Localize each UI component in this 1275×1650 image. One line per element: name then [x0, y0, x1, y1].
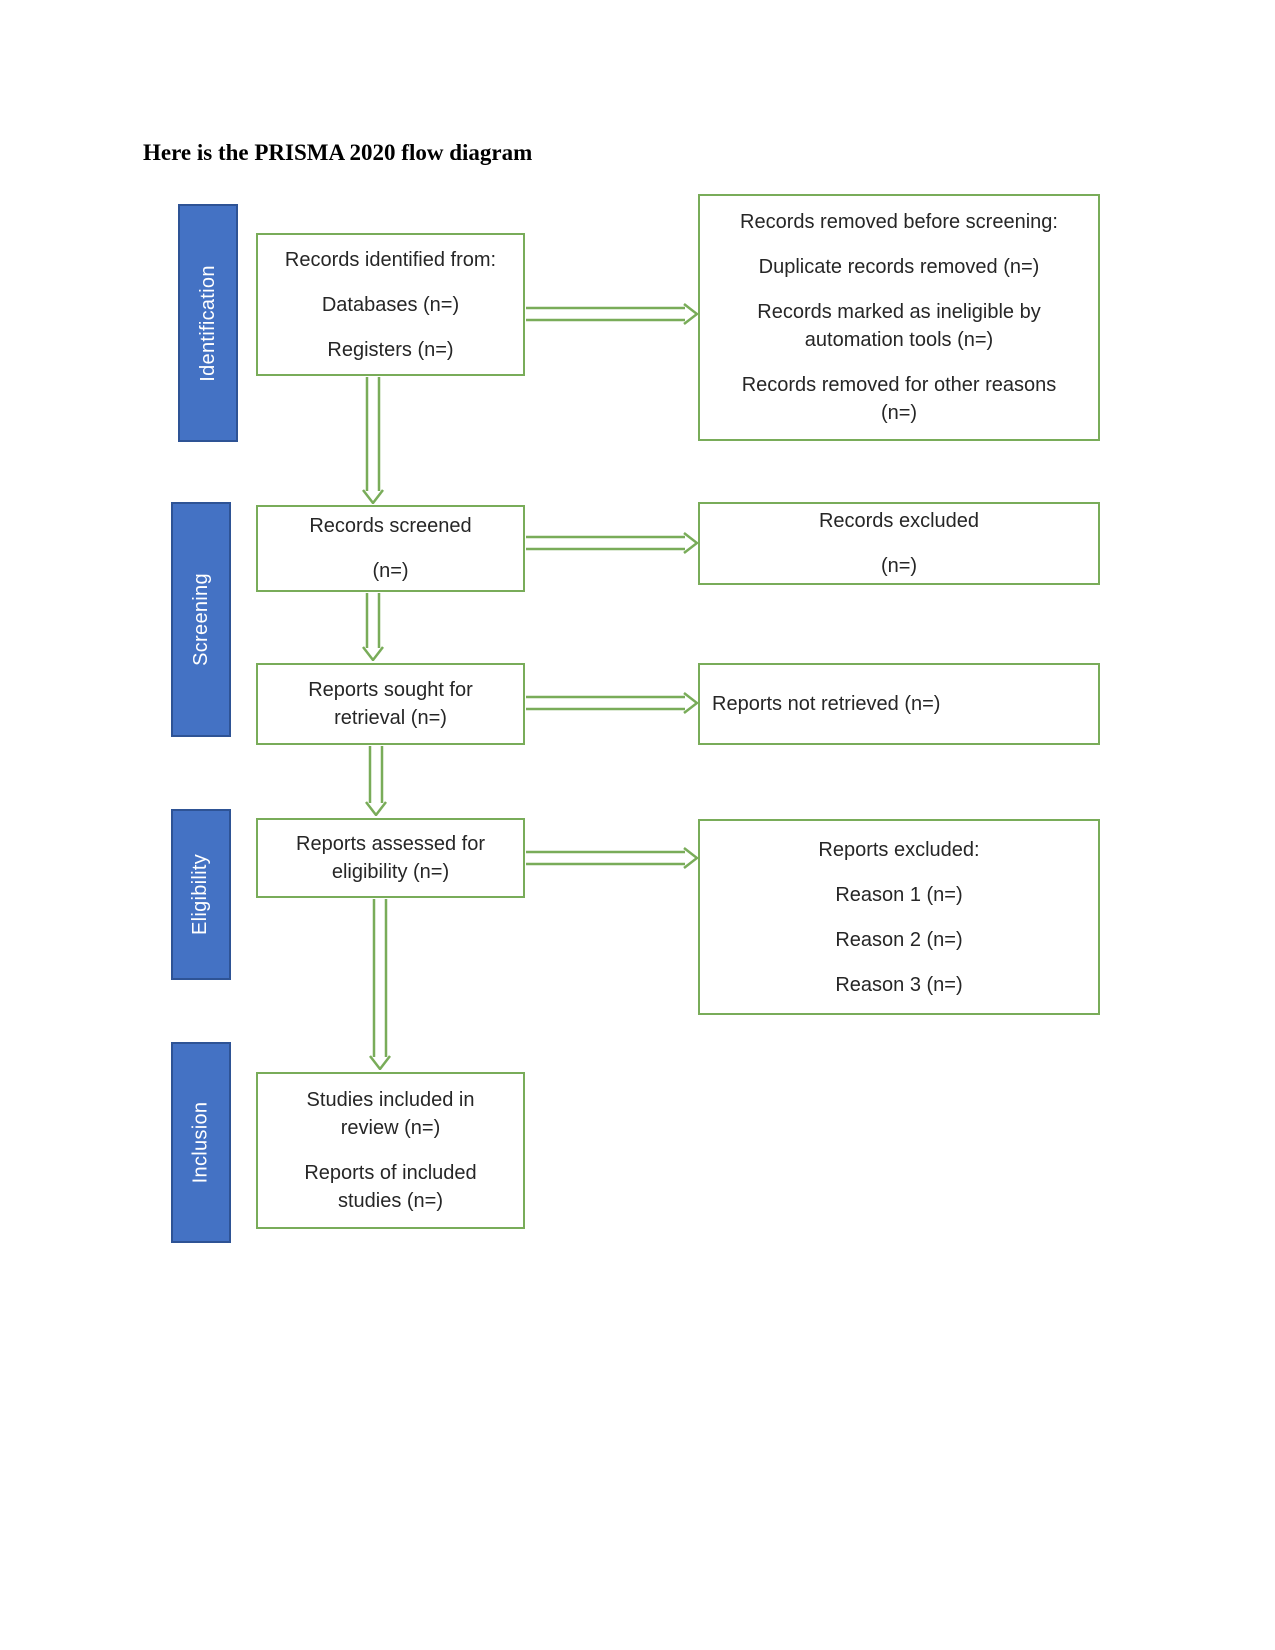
- arrow-sought-to-not-retrieved: [526, 692, 698, 714]
- box-paragraph: Reports sought for retrieval (n=): [308, 679, 473, 729]
- box-paragraph: Reason 3 (n=): [835, 973, 963, 996]
- arrow-sought-to-assessed: [365, 746, 387, 816]
- stage-label-inclusion: Inclusion: [189, 1101, 212, 1184]
- arrow-assessed-to-reports-excluded: [526, 847, 698, 869]
- box-paragraph: Reports excluded:: [818, 838, 980, 861]
- box-reports-assessed: Reports assessed for eligibility (n=): [256, 818, 525, 898]
- box-paragraph: Records removed for other reasons (n=): [741, 374, 1057, 424]
- stage-label-identification: Identification: [196, 264, 219, 382]
- box-paragraph: Registers (n=): [327, 338, 454, 361]
- box-paragraph: Reports of included studies (n=): [304, 1162, 477, 1212]
- box-reports-not-retrieved: Reports not retrieved (n=): [698, 663, 1100, 745]
- page-title: Here is the PRISMA 2020 flow diagram: [143, 140, 533, 165]
- box-paragraph: Records removed before screening:: [740, 211, 1058, 233]
- box-records-excluded: Records excluded (n=): [698, 502, 1100, 585]
- box-paragraph: Records excluded: [818, 510, 980, 532]
- arrow-screened-to-sought: [362, 593, 384, 661]
- box-reports-sought: Reports sought for retrieval (n=): [256, 663, 525, 745]
- box-paragraph: Records identified from:: [284, 248, 497, 271]
- box-records-identified: Records identified from: Databases (n=) …: [256, 233, 525, 376]
- box-paragraph: (n=): [372, 560, 409, 582]
- arrow-identified-to-screened: [362, 377, 384, 504]
- stage-label-eligibility: Eligibility: [189, 853, 212, 936]
- stage-bar-inclusion: Inclusion: [171, 1042, 231, 1243]
- box-paragraph: Records screened: [309, 515, 472, 537]
- box-paragraph: Reports not retrieved (n=): [712, 693, 941, 715]
- box-paragraph: Studies included in review (n=): [306, 1089, 475, 1139]
- box-records-removed: Records removed before screening: Duplic…: [698, 194, 1100, 441]
- stage-bar-eligibility: Eligibility: [171, 809, 231, 980]
- box-paragraph: Reason 1 (n=): [835, 883, 963, 906]
- stage-label-screening: Screening: [189, 573, 212, 666]
- box-reports-excluded: Reports excluded: Reason 1 (n=) Reason 2…: [698, 819, 1100, 1015]
- box-paragraph: Databases (n=): [321, 293, 460, 316]
- box-paragraph: Reports assessed for eligibility (n=): [296, 833, 485, 883]
- box-paragraph: Reason 2 (n=): [835, 928, 963, 951]
- box-paragraph: Duplicate records removed (n=): [758, 256, 1040, 278]
- arrow-identified-to-removed: [526, 303, 698, 325]
- stage-bar-identification: Identification: [178, 204, 238, 442]
- stage-bar-screening: Screening: [171, 502, 231, 737]
- box-studies-included: Studies included in review (n=) Reports …: [256, 1072, 525, 1229]
- box-paragraph: Records marked as ineligible by automati…: [757, 301, 1041, 351]
- arrow-screened-to-excluded: [526, 532, 698, 554]
- arrow-assessed-to-included: [369, 899, 391, 1070]
- box-paragraph: (n=): [880, 555, 918, 577]
- box-records-screened: Records screened (n=): [256, 505, 525, 592]
